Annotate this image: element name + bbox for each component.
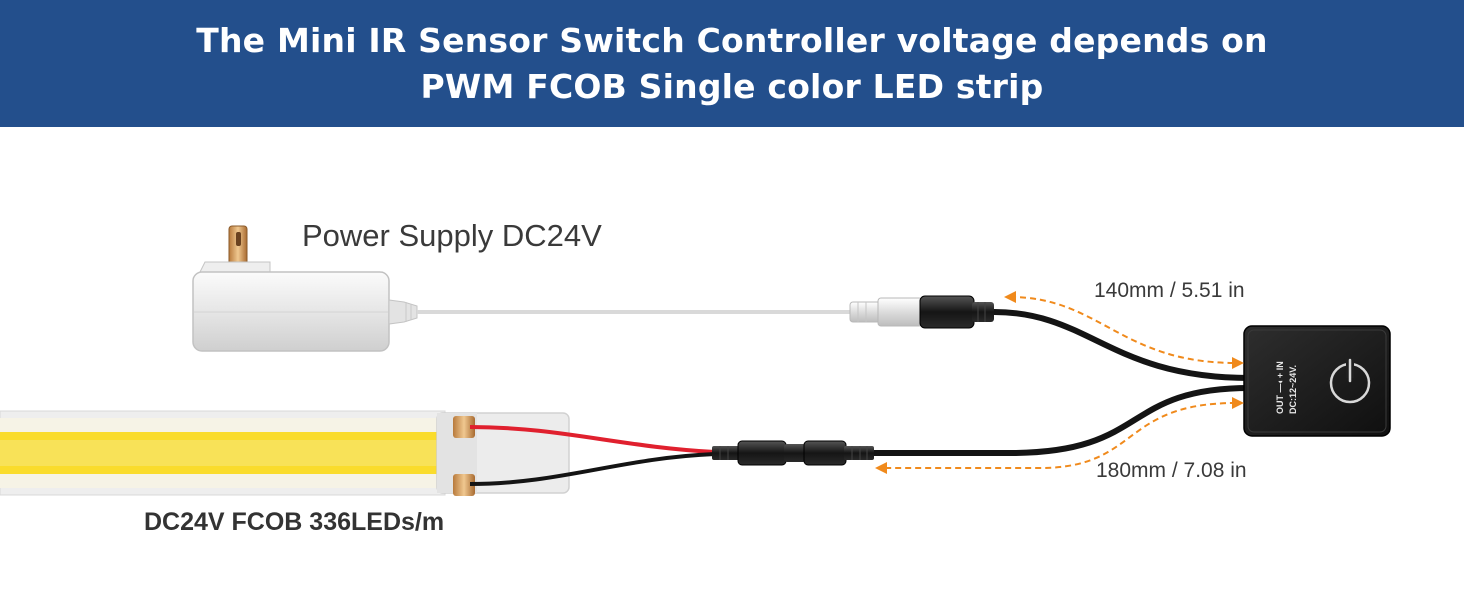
plug-prong-hole — [236, 232, 241, 246]
strain-relief — [388, 299, 418, 325]
output-cable-length-label: 180mm / 7.08 in — [1096, 459, 1247, 482]
led-strip — [0, 410, 570, 496]
title-banner: The Mini IR Sensor Switch Controller vol… — [0, 0, 1464, 127]
cable-length-arrows — [882, 296, 1237, 469]
solder-pad-negative — [453, 474, 475, 496]
title-line-1: The Mini IR Sensor Switch Controller vol… — [196, 20, 1268, 60]
dc-barrel-connector — [849, 295, 994, 329]
arrowhead-strip — [875, 462, 887, 474]
arrowhead-psu — [1004, 291, 1016, 303]
black-wire — [469, 452, 716, 486]
arrowhead-controller-out — [1232, 397, 1244, 409]
output-cable — [874, 385, 1251, 456]
controller-marking-voltage: DC:12~24V. — [1288, 365, 1298, 414]
arrowhead-controller-in — [1232, 357, 1244, 369]
output-connector — [712, 440, 874, 466]
output-length-arrow — [882, 402, 1237, 469]
red-wire — [469, 425, 716, 454]
controller-marking-polarity: OUT —◐+ IN — [1275, 361, 1285, 414]
title-line-2: PWM FCOB Single color LED strip — [420, 66, 1044, 106]
led-strip-label: DC24V FCOB 336LEDs/m — [144, 508, 445, 536]
solder-pad-positive — [453, 416, 475, 438]
input-cable-length-label: 140mm / 5.51 in — [1094, 279, 1245, 302]
power-supply — [192, 225, 418, 352]
arrowheads — [875, 291, 1244, 474]
ir-sensor-controller: OUT —◐+ IN DC:12~24V. — [1243, 325, 1391, 437]
input-length-arrow — [1009, 296, 1237, 364]
power-supply-label: Power Supply DC24V — [302, 218, 602, 253]
input-cable — [993, 309, 1251, 381]
